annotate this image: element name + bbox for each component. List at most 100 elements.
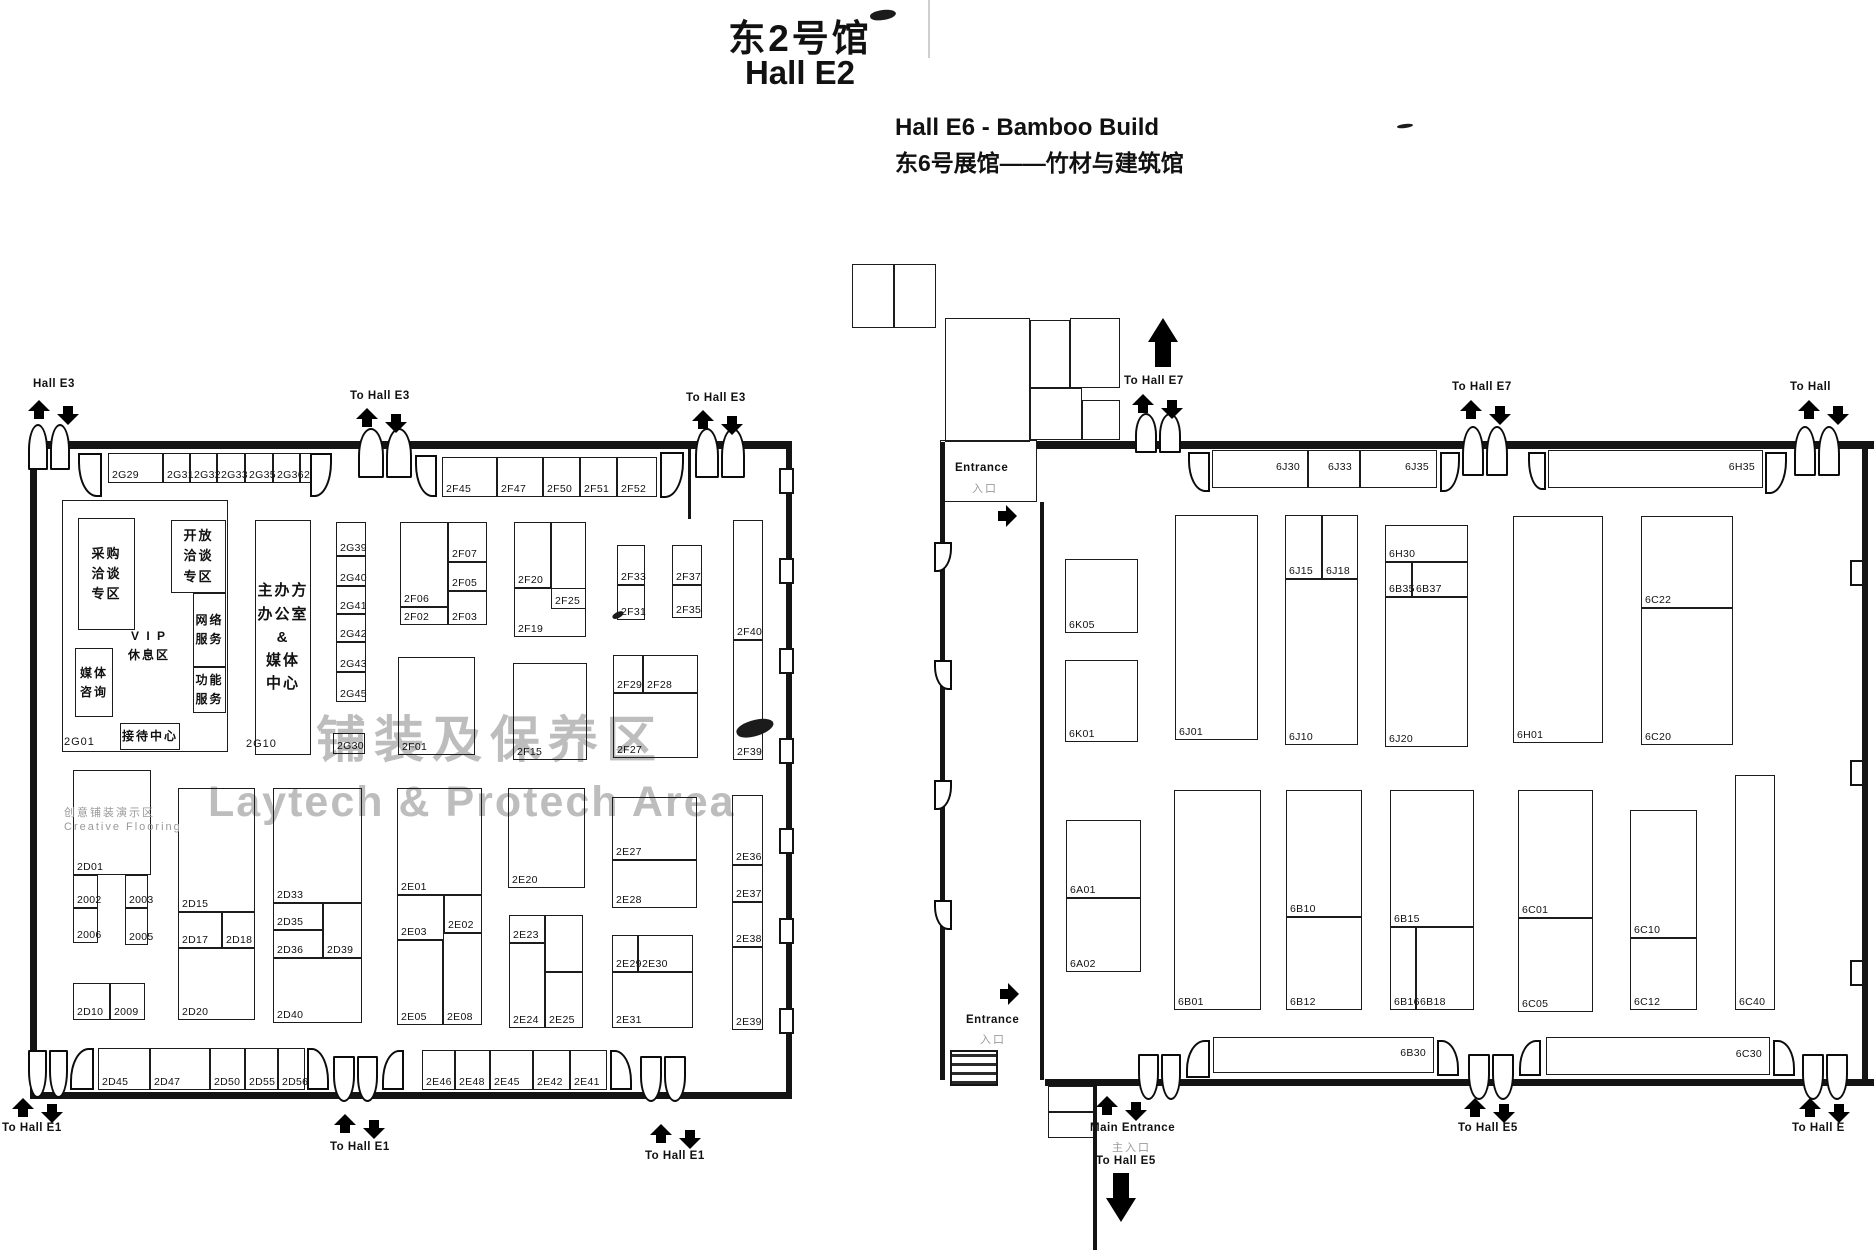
- door-wing: [1486, 426, 1508, 476]
- booth-label: 2E41: [574, 1076, 600, 1088]
- booth-label: 2E29: [616, 958, 642, 970]
- exit-arrows: [1798, 400, 1850, 422]
- wall: [688, 449, 691, 519]
- booth-2F15: 2F15: [513, 663, 587, 760]
- booth-label: 2002: [77, 894, 102, 906]
- area-procurement-zone: 采购 洽谈 专区: [78, 518, 135, 630]
- room: [1030, 388, 1082, 440]
- booth-2E42: 2E42: [533, 1050, 570, 1090]
- label-to-hall-e1: To Hall E1: [645, 1150, 705, 1162]
- booth-2F33: 2F33: [617, 545, 647, 585]
- booth-2F27: 2F27: [613, 693, 698, 758]
- door-wing: [1826, 1054, 1848, 1100]
- booth-2G33: 2G33: [217, 453, 248, 483]
- booth-label: 2D15: [182, 898, 209, 910]
- down-arrow-icon: [1828, 1103, 1850, 1123]
- booth-6C22: 6C22: [1641, 516, 1733, 608]
- booth-label: 6J35: [1405, 461, 1429, 474]
- wall: [30, 441, 37, 1099]
- booth-2F25: 2F25: [551, 522, 586, 609]
- booth-label: 6B01: [1178, 996, 1204, 1008]
- booth-2F06: 2F06: [400, 522, 448, 607]
- label-entrance-cn: 入口: [972, 483, 998, 495]
- booth-label: 6H30: [1389, 548, 1416, 560]
- booth-label: 6B30: [1400, 1047, 1426, 1060]
- booth-label: 2D10: [77, 1006, 104, 1018]
- stairs-icon: [950, 1050, 998, 1086]
- booth-2E41: 2E41: [570, 1050, 607, 1090]
- arrow-head: [1148, 318, 1178, 342]
- door-icon: [934, 900, 952, 930]
- booth-label: 6J33: [1328, 461, 1352, 474]
- booth-6C05: 6C05: [1518, 918, 1593, 1012]
- up-arrow-icon: [356, 408, 378, 428]
- label-to-hall-e7: To Hall E7: [1124, 375, 1184, 387]
- booth-label: 2D56: [282, 1076, 309, 1088]
- area-open-negotiation-zone: 开放 洽谈 专区: [171, 520, 226, 593]
- booth-2F29: 2F29: [613, 655, 643, 693]
- booth-label: 2E27: [616, 846, 642, 858]
- booth-2D10: 2D10: [73, 983, 110, 1020]
- booth-label-2G10: 2G10: [246, 738, 277, 750]
- booth-2E29: 2E29: [612, 935, 641, 972]
- booth-2G39: 2G39: [336, 522, 367, 556]
- area-label: V I P 休息区: [127, 629, 170, 662]
- booth-label: 2D18: [226, 934, 253, 946]
- scan-crease: [928, 0, 930, 58]
- booth-label: 6B12: [1290, 996, 1316, 1008]
- booth-2D55: 2D55: [245, 1048, 278, 1090]
- exit-arrows: [1799, 1098, 1851, 1120]
- booth-6C01: 6C01: [1518, 790, 1593, 918]
- double-door-icon: [1135, 413, 1181, 453]
- booth-2G35: 2G35: [245, 453, 276, 483]
- booth-label: 6C30: [1735, 1048, 1762, 1061]
- exit-arrows: [1132, 394, 1184, 416]
- booth-label: 6H01: [1517, 729, 1544, 741]
- wall: [940, 442, 945, 1080]
- area-label: 采购 洽谈 专区: [91, 545, 122, 602]
- booth-label: 2F52: [621, 483, 647, 495]
- door-wing: [1802, 1054, 1824, 1100]
- wall-pillar: [779, 738, 794, 764]
- booth-2003: 2003: [125, 875, 153, 908]
- booth-label: 2D45: [102, 1076, 129, 1088]
- booth-label: 2G40: [340, 572, 367, 584]
- booth-2D20: 2D20: [178, 948, 255, 1020]
- booth-label: 2F33: [621, 571, 647, 583]
- label-to-hall-e5: To Hall E5: [1458, 1122, 1518, 1134]
- wall-pillar: [779, 918, 794, 944]
- booth-label: 2D47: [154, 1076, 181, 1088]
- booth-label: 2G35: [249, 469, 276, 481]
- booth-2E05: 2E05: [397, 940, 443, 1025]
- booth-label: 2F19: [518, 623, 544, 635]
- booth-label: 2F39: [737, 746, 763, 758]
- booth-2E45: 2E45: [490, 1050, 533, 1090]
- area-label: 功能 服务: [195, 673, 224, 706]
- booth-label: 2E46: [426, 1076, 452, 1088]
- booth-label: 2E36: [736, 851, 762, 863]
- label-to-hall-e3: To Hall E3: [350, 390, 410, 402]
- booth-2G45: 2G45: [336, 672, 367, 702]
- door-icon: [78, 453, 102, 497]
- arrow-stem: [1155, 341, 1171, 367]
- booth-label: 2F47: [501, 483, 527, 495]
- booth-6J35: 6J35: [1360, 450, 1437, 488]
- booth-label: 2F06: [404, 593, 430, 605]
- booth-label: 6B18: [1420, 996, 1446, 1008]
- room: [1048, 1112, 1096, 1138]
- booth-label: 2F40: [737, 626, 763, 638]
- exit-arrows: [1464, 1098, 1516, 1120]
- booth-2F05: 2F05: [448, 562, 487, 591]
- booth-label: 2D36: [277, 944, 304, 956]
- exit-arrows: [692, 410, 744, 432]
- double-door-icon: [1794, 426, 1840, 476]
- booth-2E46: 2E46: [422, 1050, 455, 1090]
- booth-label: 2E20: [512, 874, 538, 886]
- door-icon: [1519, 1040, 1541, 1076]
- door-icon: [70, 1048, 94, 1090]
- booth-label: 2E01: [401, 881, 427, 893]
- booth-label: 2F05: [452, 577, 478, 589]
- booth-6C10: 6C10: [1630, 810, 1697, 938]
- booth-2E03: 2E03: [397, 895, 444, 940]
- exit-arrows: [650, 1124, 702, 1146]
